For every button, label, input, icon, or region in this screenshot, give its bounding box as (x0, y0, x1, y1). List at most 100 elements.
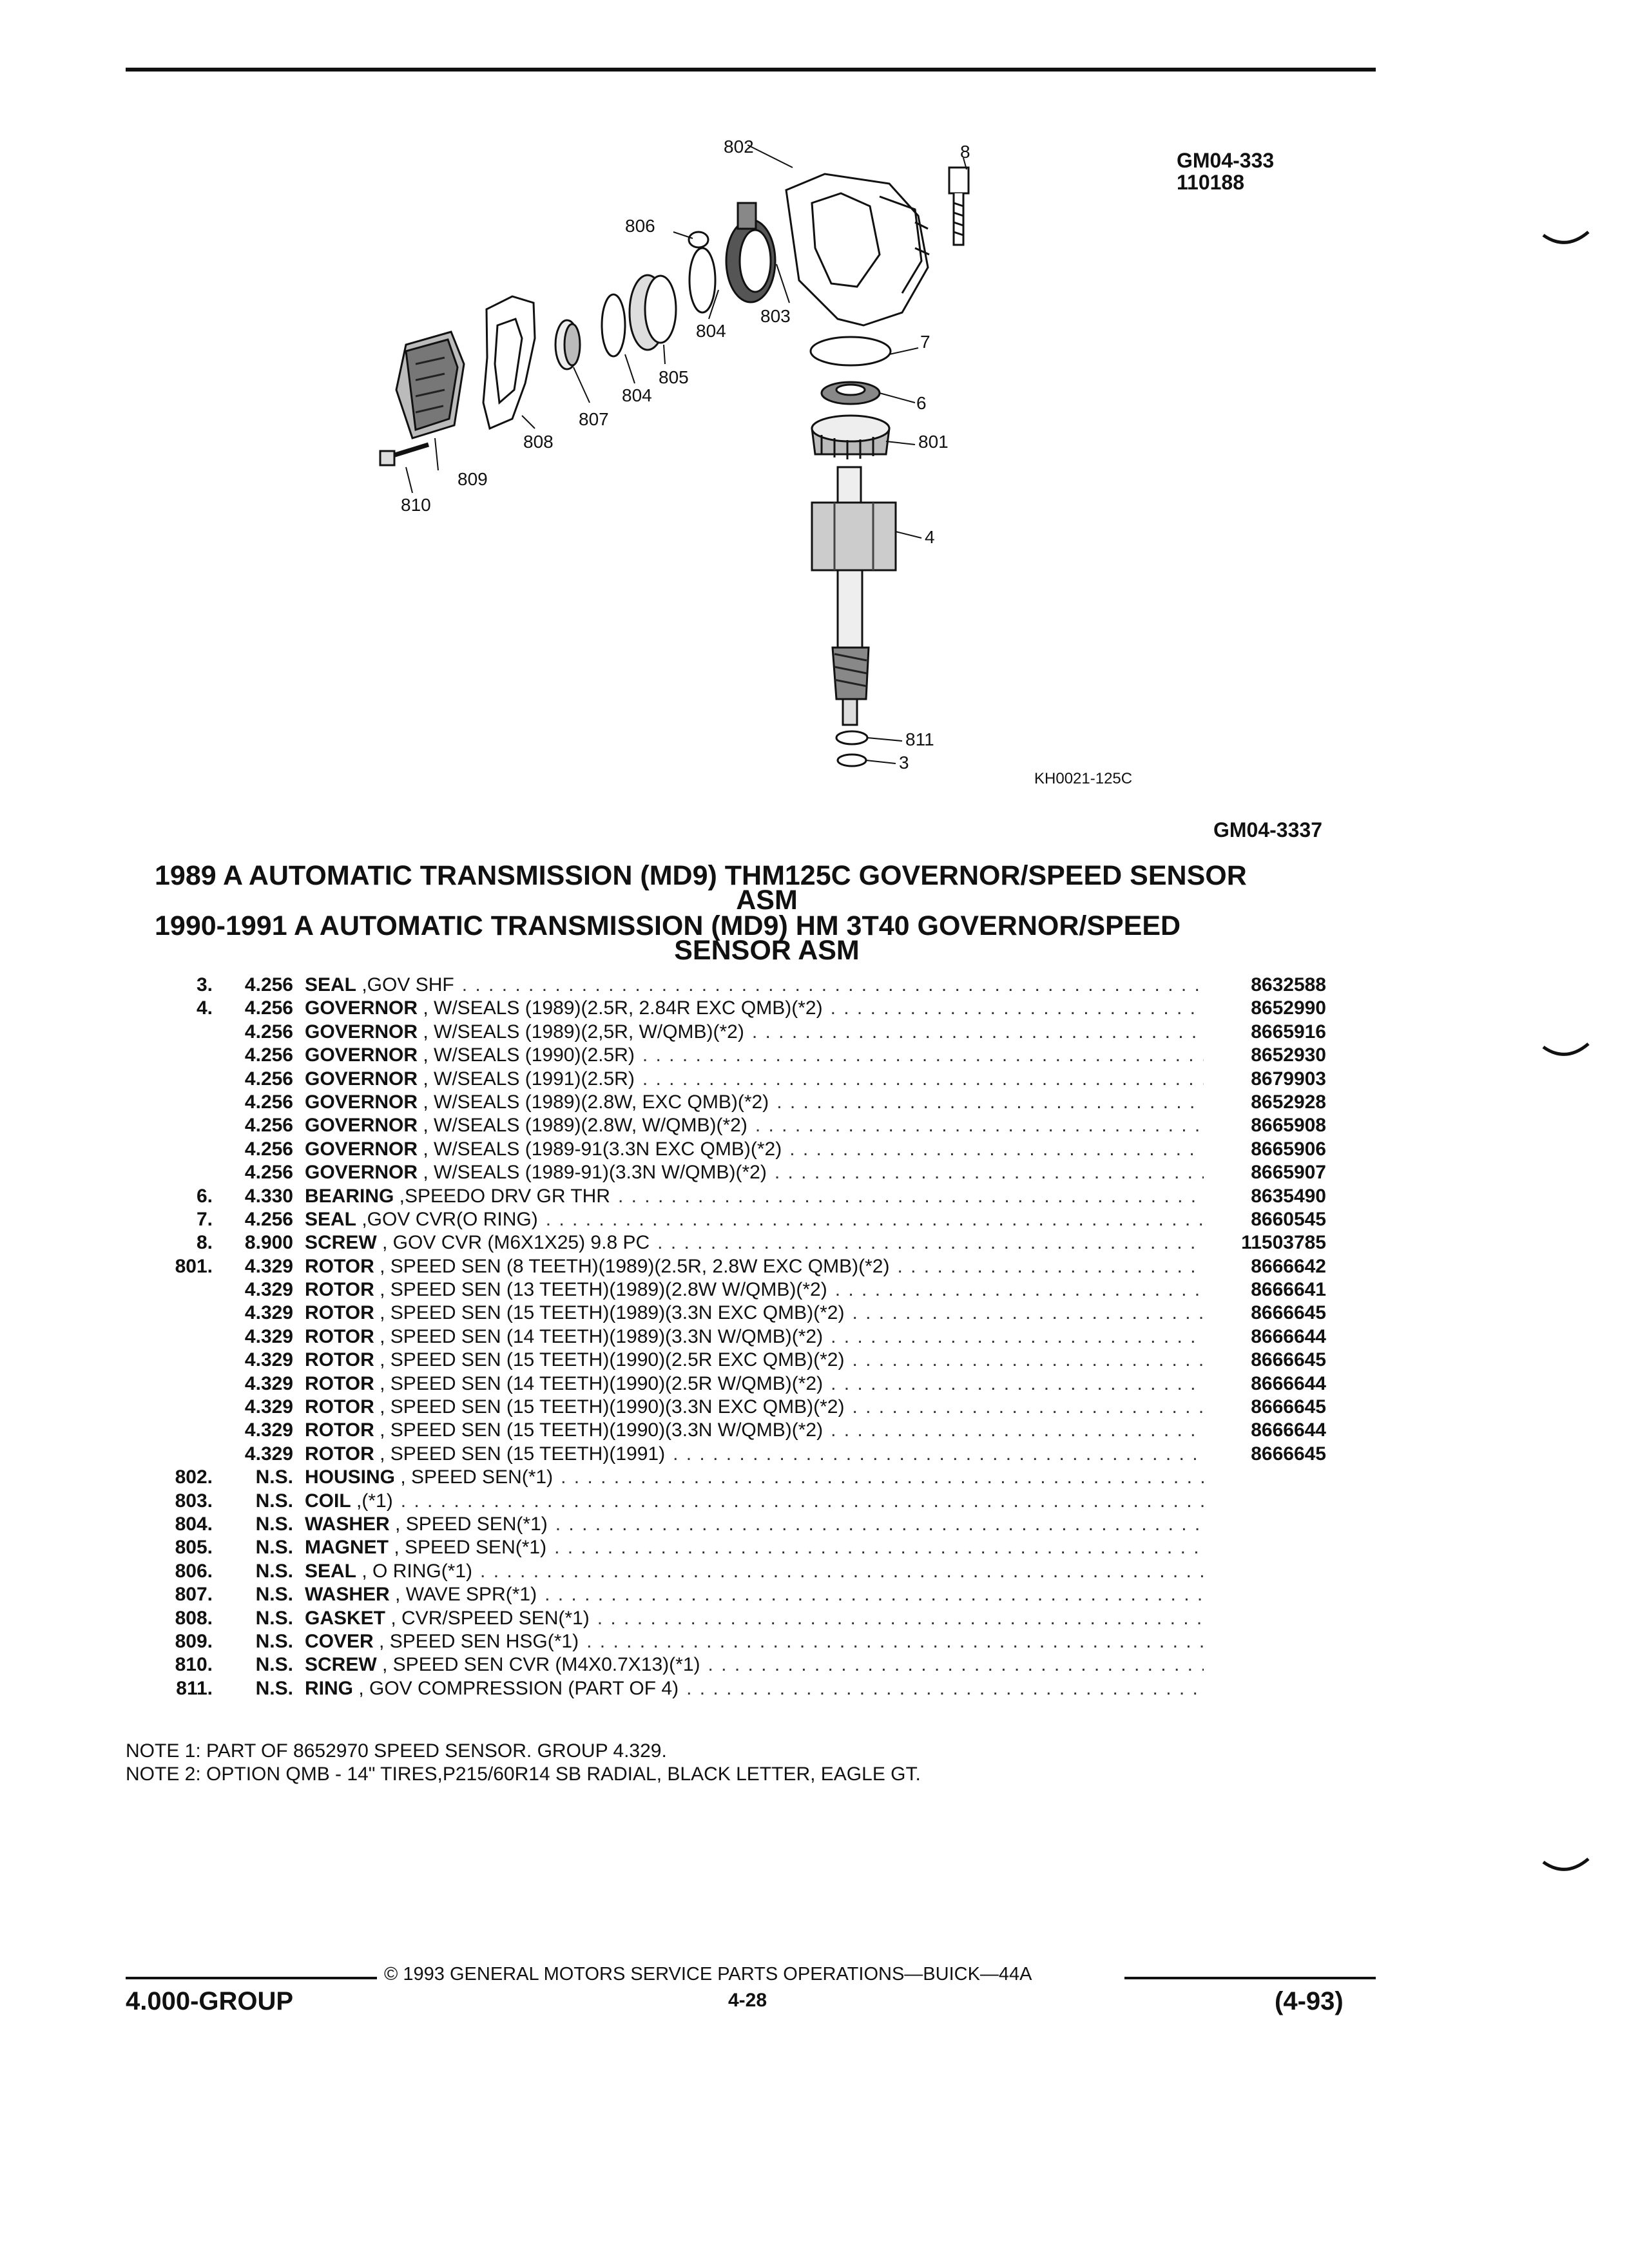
leader-dots (642, 1068, 1204, 1090)
leader-dots (401, 1490, 1204, 1512)
part-name: GASKET (305, 1607, 386, 1629)
o-ring (688, 231, 709, 249)
callout-804-left: 804 (622, 385, 652, 405)
part-number: 11503785 (1241, 1232, 1326, 1254)
part-detail: , CVR/SPEED SEN(*1) (385, 1607, 590, 1629)
group-number: 4.256 (244, 1091, 293, 1113)
group-number: N.S. (255, 1654, 293, 1676)
part-number: 8666645 (1251, 1443, 1326, 1465)
part-name: WASHER (305, 1513, 390, 1535)
part-detail: , W/SEALS (1989)(2.8W, W/QMB)(*2) (418, 1115, 747, 1137)
coil (725, 202, 776, 303)
group-number: 4.256 (244, 997, 293, 1019)
part-number: 8666644 (1251, 1325, 1326, 1347)
part-name: ROTOR (305, 1372, 374, 1394)
magnet (628, 274, 677, 351)
part-number: 8666645 (1251, 1302, 1326, 1324)
part-description: HOUSING , SPEED SEN(*1) (293, 1466, 1204, 1488)
part-name: COIL (305, 1490, 351, 1512)
leader-dots (597, 1608, 1204, 1629)
speed-sensor-cover (395, 331, 465, 439)
item-number: 8. (196, 1232, 213, 1254)
leader-dots (686, 1678, 1204, 1700)
part-number: 8665916 (1251, 1021, 1326, 1043)
section-title-1989-line1: 1989 A AUTOMATIC TRANSMISSION (MD9) THM1… (155, 860, 1247, 891)
part-name: GOVERNOR (305, 1162, 418, 1184)
parts-row: 807.N.S.WASHER , WAVE SPR(*1) (129, 1584, 1379, 1607)
part-detail: , SPEED SEN (15 TEETH)(1991) (374, 1443, 666, 1465)
parts-row: 805.N.S.MAGNET , SPEED SEN(*1) (129, 1537, 1379, 1560)
parts-row: 804.N.S.WASHER , SPEED SEN(*1) (129, 1514, 1379, 1537)
part-detail: , W/SEALS (1989)(2,5R, W/QMB)(*2) (418, 1021, 744, 1043)
part-name: WASHER (305, 1584, 390, 1606)
group-number: 4.256 (244, 1044, 293, 1066)
group-number: 4.329 (244, 1325, 293, 1347)
part-detail: , SPEED SEN (8 TEETH)(1989)(2.5R, 2.8W E… (374, 1255, 890, 1277)
parts-row: 808.N.S.GASKET , CVR/SPEED SEN(*1) (129, 1608, 1379, 1631)
part-description: MAGNET , SPEED SEN(*1) (293, 1537, 1204, 1559)
part-number: 8632588 (1251, 974, 1326, 995)
part-name: ROTOR (305, 1302, 374, 1324)
callout-6: 6 (916, 393, 927, 413)
parts-row: 806.N.S.SEAL , O RING(*1) (129, 1561, 1379, 1584)
part-detail: , W/SEALS (1989)(2.8W, EXC QMB)(*2) (418, 1091, 769, 1113)
group-number: 4.330 (244, 1185, 293, 1207)
cover-seal (809, 336, 892, 367)
part-name: HOUSING (305, 1466, 396, 1488)
part-name: SEAL (305, 1208, 357, 1230)
leader-dots (561, 1466, 1204, 1488)
part-name: GOVERNOR (305, 1068, 418, 1090)
group-number: N.S. (255, 1677, 293, 1699)
parts-row: 809.N.S.COVER , SPEED SEN HSG(*1) (129, 1631, 1379, 1654)
part-detail: , SPEED SEN (15 TEETH)(1990)(2.5R EXC QM… (374, 1349, 845, 1371)
bearing (820, 381, 881, 405)
cover-gasket (482, 295, 536, 430)
part-description: ROTOR , SPEED SEN (14 TEETH)(1989)(3.3N … (293, 1326, 1204, 1348)
exploded-view-svg: 802 8 806 7 803 804 805 804 807 808 809 … (379, 137, 970, 773)
leader-dots (555, 1514, 1204, 1535)
callout-803: 803 (760, 306, 791, 326)
part-name: ROTOR (305, 1325, 374, 1347)
part-number: 8635490 (1251, 1185, 1326, 1207)
part-name: SEAL (305, 974, 357, 995)
part-number: 8666645 (1251, 1396, 1326, 1418)
part-name: COVER (305, 1630, 374, 1652)
parts-row: 803.N.S.COIL ,(*1) (129, 1490, 1379, 1514)
group-number: 4.256 (244, 1162, 293, 1184)
part-detail: , W/SEALS (1989)(2.5R, 2.84R EXC QMB)(*2… (418, 997, 823, 1019)
part-number: 8665906 (1251, 1138, 1326, 1160)
top-rule (126, 68, 1376, 72)
figure-code-date: 110188 (1177, 171, 1245, 194)
group-number: 4.256 (244, 1115, 293, 1137)
binder-mark (1542, 231, 1590, 244)
part-number: 8660545 (1251, 1208, 1326, 1230)
group-number: 4.256 (244, 1068, 293, 1090)
section-title-1990-1991-line1: 1990-1991 A AUTOMATIC TRANSMISSION (MD9)… (155, 910, 1181, 941)
callout-801: 801 (918, 432, 949, 452)
part-detail: , SPEED SEN (15 TEETH)(1990)(3.3N W/QMB)… (374, 1419, 824, 1441)
part-detail: , SPEED SEN (15 TEETH)(1989)(3.3N EXC QM… (374, 1302, 845, 1324)
section-title-1989-line2: ASM (736, 885, 798, 916)
leader-dots (835, 1279, 1204, 1301)
group-number: N.S. (255, 1466, 293, 1488)
callout-7: 7 (920, 332, 930, 352)
leader-dots (831, 997, 1204, 1019)
part-description: GOVERNOR , W/SEALS (1990)(2.5R) (293, 1044, 1204, 1066)
part-name: GOVERNOR (305, 1044, 418, 1066)
part-number: 8652930 (1251, 1044, 1326, 1066)
part-detail: , W/SEALS (1991)(2.5R) (418, 1068, 635, 1090)
part-description: WASHER , SPEED SEN(*1) (293, 1514, 1204, 1535)
part-description: GOVERNOR , W/SEALS (1989-91(3.3N EXC QMB… (293, 1139, 1204, 1160)
part-description: ROTOR , SPEED SEN (15 TEETH)(1991) (293, 1443, 1204, 1465)
leader-dots (775, 1162, 1204, 1184)
group-number: 4.329 (244, 1372, 293, 1394)
item-number: 811. (176, 1677, 213, 1699)
